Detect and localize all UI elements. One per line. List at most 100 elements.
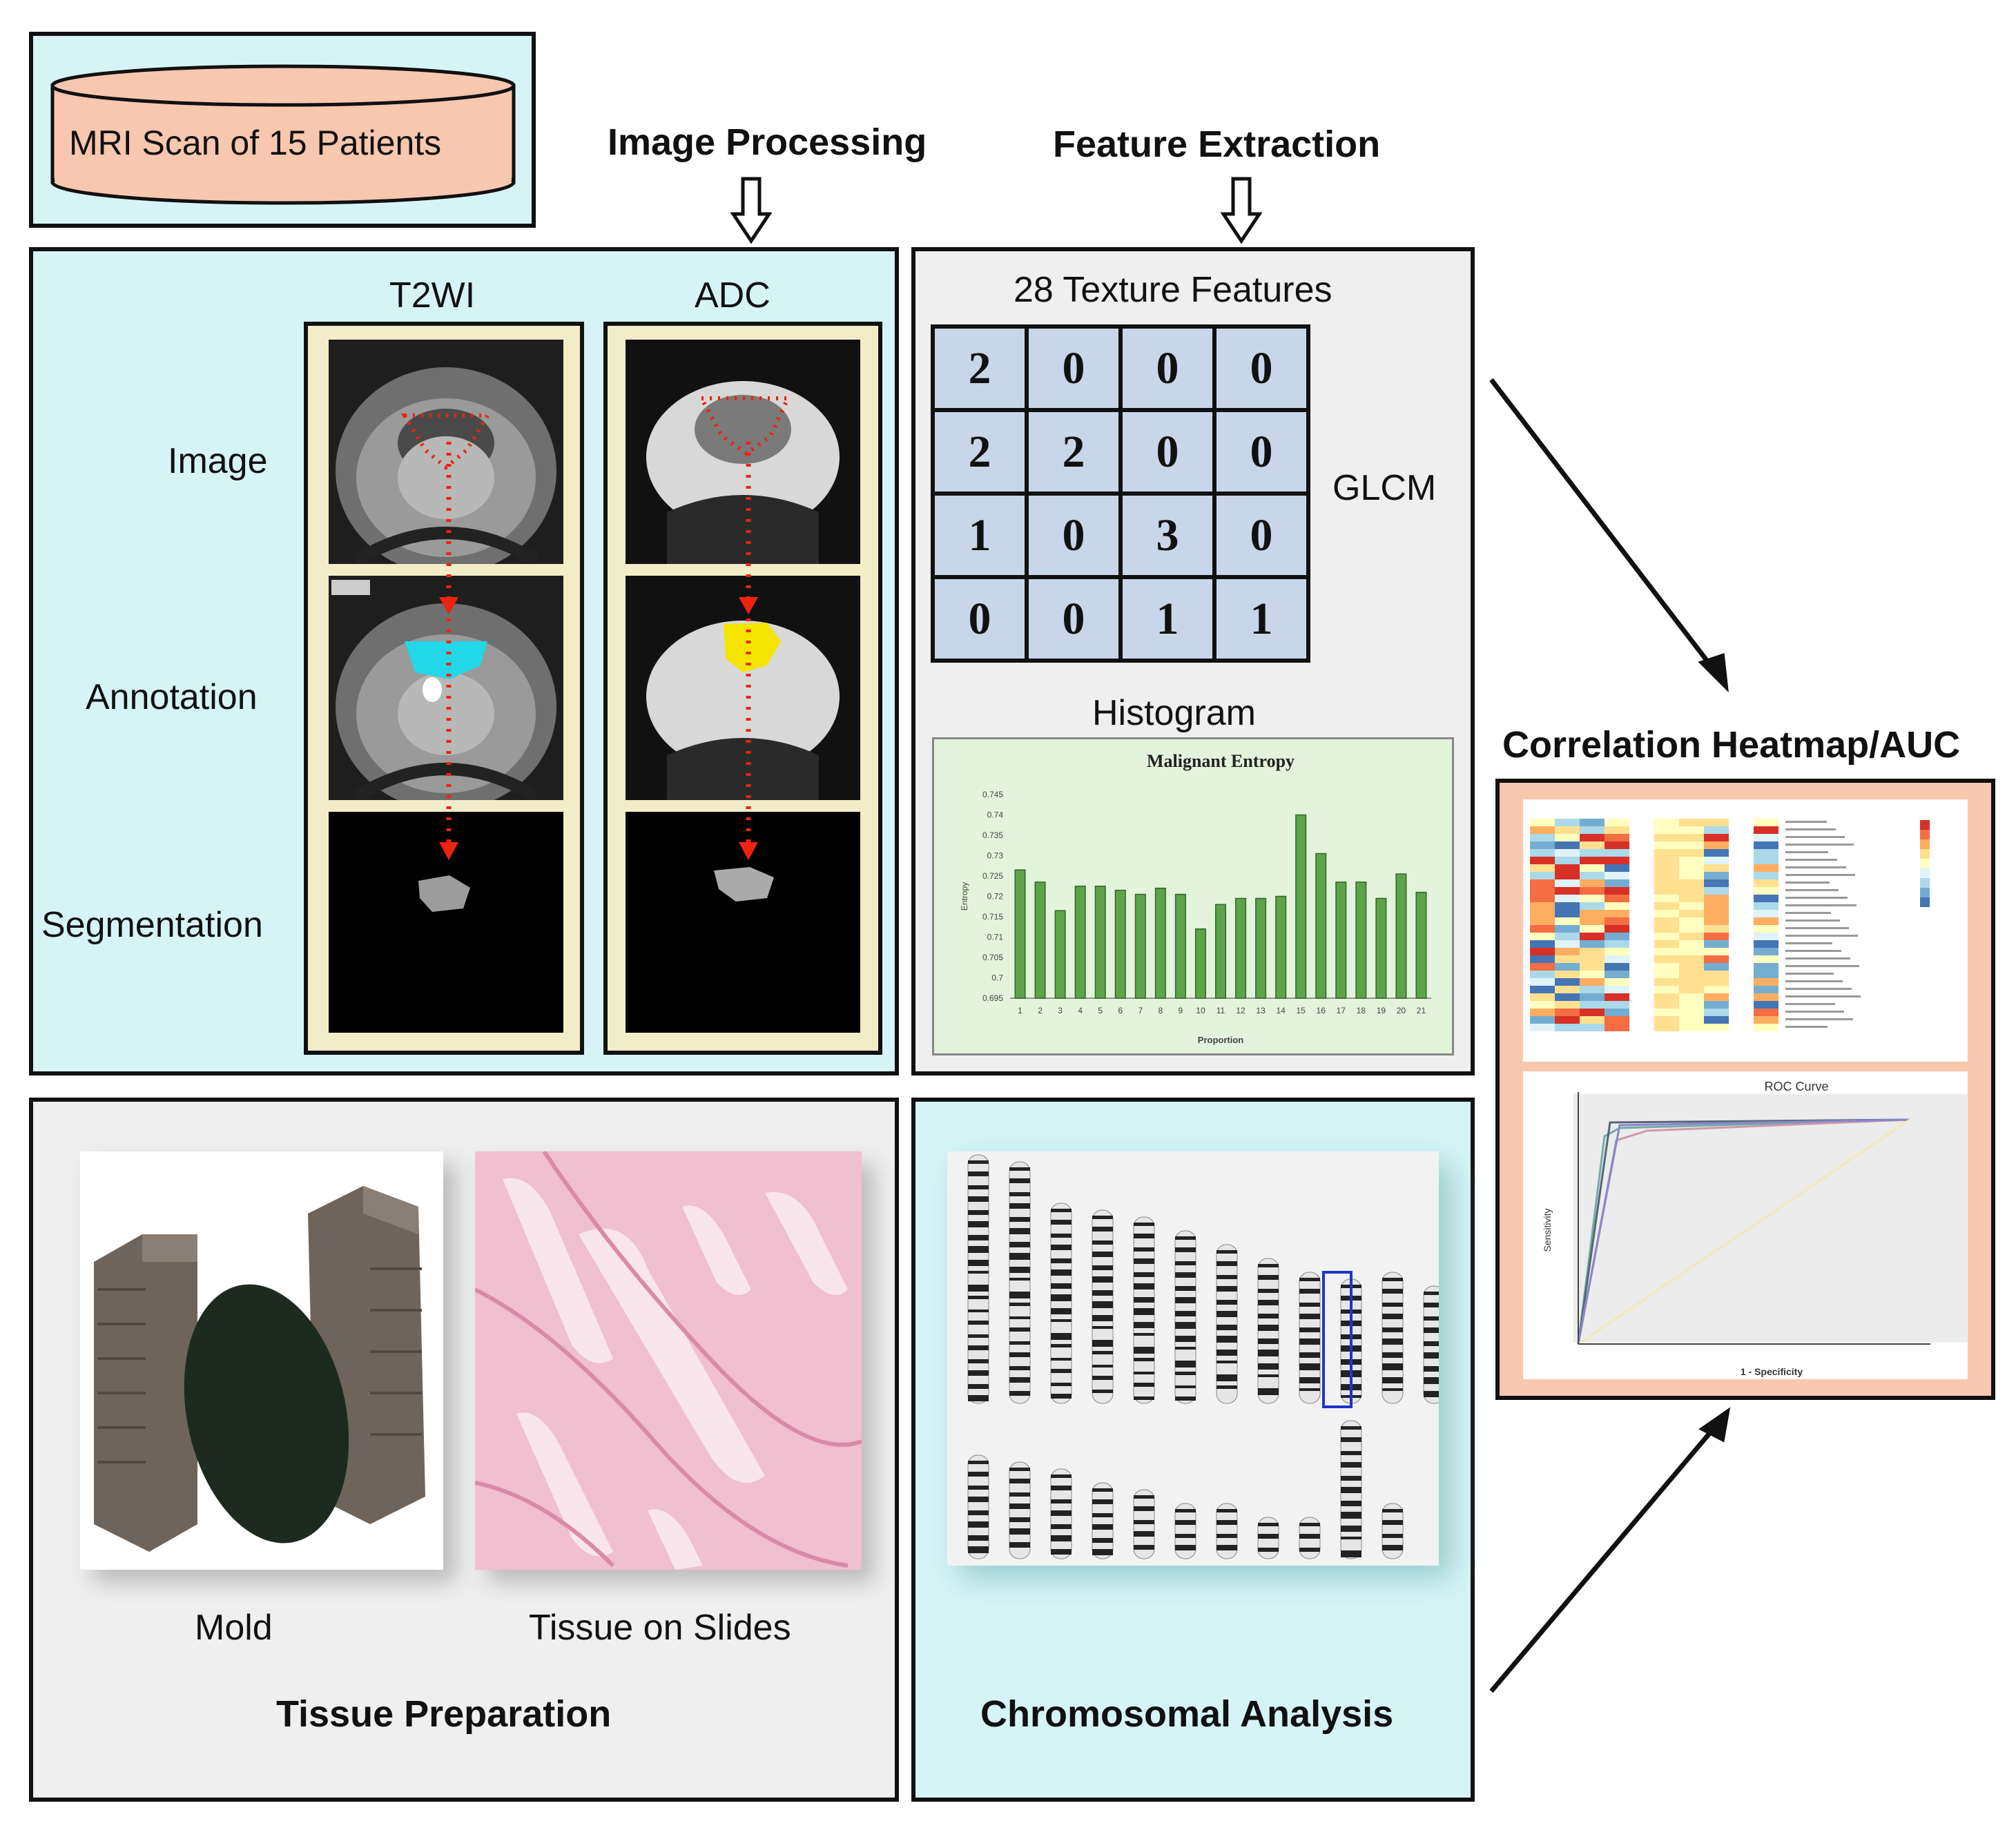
heatmap-cell [1580, 895, 1605, 902]
chromosome [1257, 1517, 1279, 1559]
heatmap-cell [1704, 895, 1729, 902]
heatmap-cell [1530, 864, 1555, 872]
heatmap-cell [1605, 879, 1629, 887]
heatmap-cell [1679, 826, 1704, 834]
roc-ylabel: Sensitivity [1542, 1208, 1553, 1252]
chromosome [1382, 1503, 1404, 1559]
heatmap-row-label-line [1785, 889, 1839, 891]
heatmap-cell [1580, 826, 1605, 834]
histogram-bar [1275, 895, 1287, 999]
heatmap-cell [1754, 948, 1778, 955]
heatmap-cell [1704, 993, 1729, 1001]
heatmap-cell [1555, 849, 1580, 857]
chromosome [1216, 1503, 1238, 1559]
heatmap-cell [1555, 879, 1580, 887]
heatmap-legend-swatch [1920, 820, 1930, 830]
histogram-bar [1315, 853, 1327, 999]
heatmap-cell [1654, 864, 1679, 872]
heatmap-cell [1704, 819, 1729, 826]
heatmap-cell [1555, 910, 1580, 917]
adc-annotation [626, 576, 860, 800]
heatmap-cell [1754, 993, 1778, 1001]
glcm-cell: 0 [1118, 324, 1217, 412]
heatmap-cell [1679, 955, 1704, 963]
glcm-cell: 2 [931, 324, 1029, 412]
heatmap-cell [1580, 864, 1605, 872]
histogram-bar [1154, 887, 1166, 999]
y-tick-label: 0.73 [987, 851, 1004, 861]
heatmap-cell [1530, 841, 1555, 849]
heatmap-cell [1679, 879, 1704, 887]
chromosome [1340, 1420, 1362, 1559]
heatmap-cell [1704, 917, 1729, 925]
heatmap-cell [1654, 933, 1679, 940]
heatmap-cell [1679, 834, 1704, 841]
chromosome [1050, 1468, 1072, 1559]
chromosome [1382, 1272, 1404, 1404]
heatmap-cell [1754, 1009, 1778, 1016]
glcm-cell: 0 [1025, 324, 1123, 412]
heatmap-row-label-line [1785, 844, 1854, 846]
x-tick-label: 12 [1236, 1006, 1246, 1015]
heatmap-cell [1754, 1024, 1778, 1031]
heatmap-cell [1530, 978, 1555, 986]
heatmap-cell [1754, 1016, 1778, 1024]
heatmap-cell [1754, 986, 1778, 993]
heatmap-cell [1580, 1001, 1605, 1009]
heatmap-cell [1530, 834, 1555, 841]
heatmap-cell [1754, 978, 1778, 986]
heatmap-cell [1555, 971, 1580, 978]
heatmap-cell [1754, 917, 1778, 925]
heatmap-cell [1530, 887, 1555, 895]
heatmap-cell [1704, 1009, 1729, 1016]
heatmap-legend-swatch [1920, 897, 1930, 907]
heatmap-cell [1704, 955, 1729, 963]
heatmap-row-label-line [1785, 882, 1830, 884]
row-label-segmentation: Segmentation [41, 905, 263, 945]
heatmap-cell [1605, 933, 1629, 940]
heatmap-cell [1704, 849, 1729, 857]
heatmap-cell [1679, 986, 1704, 993]
heatmap-cell [1555, 917, 1580, 925]
heatmap-cell [1679, 895, 1704, 902]
heatmap-cell [1754, 933, 1778, 940]
histogram-bar [1094, 886, 1106, 999]
x-tick-label: 7 [1138, 1006, 1143, 1015]
image-processing-header: Image Processing [608, 121, 927, 163]
chromosome [1299, 1517, 1321, 1559]
heatmap-cell [1530, 948, 1555, 955]
heatmap-cell [1754, 834, 1778, 841]
heatmap-cell [1679, 978, 1704, 986]
heatmap-cell [1605, 887, 1629, 895]
heatmap-cell [1605, 834, 1629, 841]
heatmap-cell [1679, 910, 1704, 917]
heatmap-cell [1555, 948, 1580, 955]
heatmap-cell [1704, 857, 1729, 864]
heatmap-cell [1580, 872, 1605, 879]
heatmap-cell [1555, 963, 1580, 971]
heatmap-cell [1679, 857, 1704, 864]
histogram-bar [1295, 814, 1307, 999]
heatmap-row-label-line [1785, 942, 1832, 944]
heatmap-row-label-line [1785, 821, 1827, 823]
heatmap-row-label-line [1785, 995, 1861, 997]
x-tick-label: 4 [1078, 1006, 1083, 1015]
heatmap-cell [1580, 887, 1605, 895]
heatmap-cell [1679, 1009, 1704, 1016]
y-tick-label: 0.735 [982, 830, 1003, 840]
heatmap-cell [1679, 1016, 1704, 1024]
x-tick-label: 5 [1098, 1006, 1103, 1015]
karyotype-image [947, 1151, 1439, 1566]
database-cylinder-icon [50, 64, 516, 205]
x-tick-label: 6 [1118, 1006, 1123, 1015]
heatmap-cell [1580, 1009, 1605, 1016]
heatmap-cell [1530, 872, 1555, 879]
heatmap-cell [1704, 834, 1729, 841]
x-tick-label: 20 [1397, 1006, 1406, 1015]
heatmap-cell [1679, 872, 1704, 879]
heatmap-cell [1754, 857, 1778, 864]
glcm-cell: 0 [1212, 408, 1310, 496]
heatmap-cell [1555, 857, 1580, 864]
heatmap-cell [1555, 978, 1580, 986]
